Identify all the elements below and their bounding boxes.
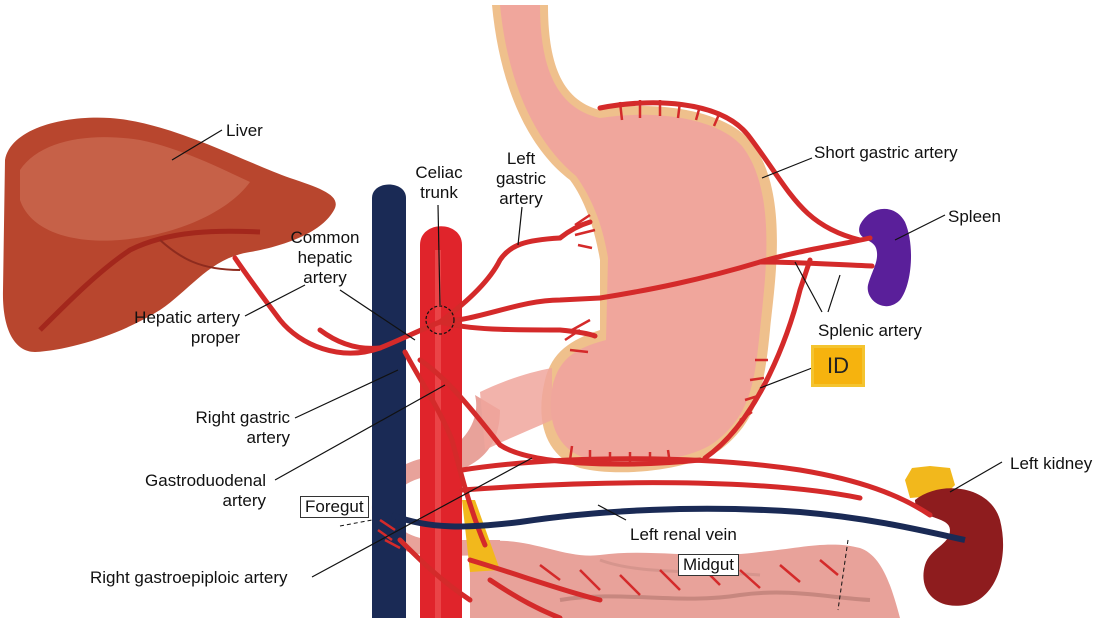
label-midgut: Midgut [678,554,740,576]
label-celiac-trunk-line2: trunk [420,183,458,202]
label-left-gastric-line1: Left [506,149,536,168]
label-common-hepatic-line1: Common [290,228,360,247]
label-right-gastroepiploic-artery: Right gastroepiploic artery [90,568,288,587]
left-renal-vein [390,505,966,543]
label-gastroduodenal-line2: artery [222,491,266,510]
arterial-tree [232,100,933,618]
left-kidney [905,466,1004,606]
label-spleen: Spleen [948,207,1001,226]
leader-lines [171,129,1003,578]
duodenum [371,395,500,556]
spleen [859,208,912,307]
inferior-vena-cava [372,184,406,618]
label-left-kidney: Left kidney [1010,454,1093,473]
label-foregut: Foregut [300,496,369,518]
label-left-renal-vein: Left renal vein [630,525,737,544]
foregut-midgut-divider [339,519,373,527]
label-common-hepatic-line3: artery [303,268,347,287]
label-splenic-artery: Splenic artery [818,321,922,340]
liver [2,117,336,352]
label-left-gastric-line3: artery [499,189,543,208]
celiac-origin-marker [425,305,455,335]
label-right-gastric-line2: artery [246,428,290,447]
label-hepatic-artery-proper-line1: Hepatic artery [134,308,240,327]
midgut-hindgut-divider [837,539,849,611]
small-intestine [470,540,900,618]
label-right-gastric-line1: Right gastric [195,408,290,427]
label-left-gastric-line2: gastric [495,169,547,188]
stomach-arterioles [377,100,839,596]
label-hepatic-artery-proper-line2: proper [190,328,240,347]
label-gastroduodenal-line1: Gastroduodenal [145,471,266,490]
label-liver: Liver [226,121,263,140]
aorta-highlight [435,250,441,618]
label-common-hepatic-line2: hepatic [297,248,353,267]
id-badge: ID [811,345,865,387]
label-celiac-trunk-line1: Celiac [415,163,463,182]
label-short-gastric-artery: Short gastric artery [814,143,958,162]
stomach [480,5,777,473]
